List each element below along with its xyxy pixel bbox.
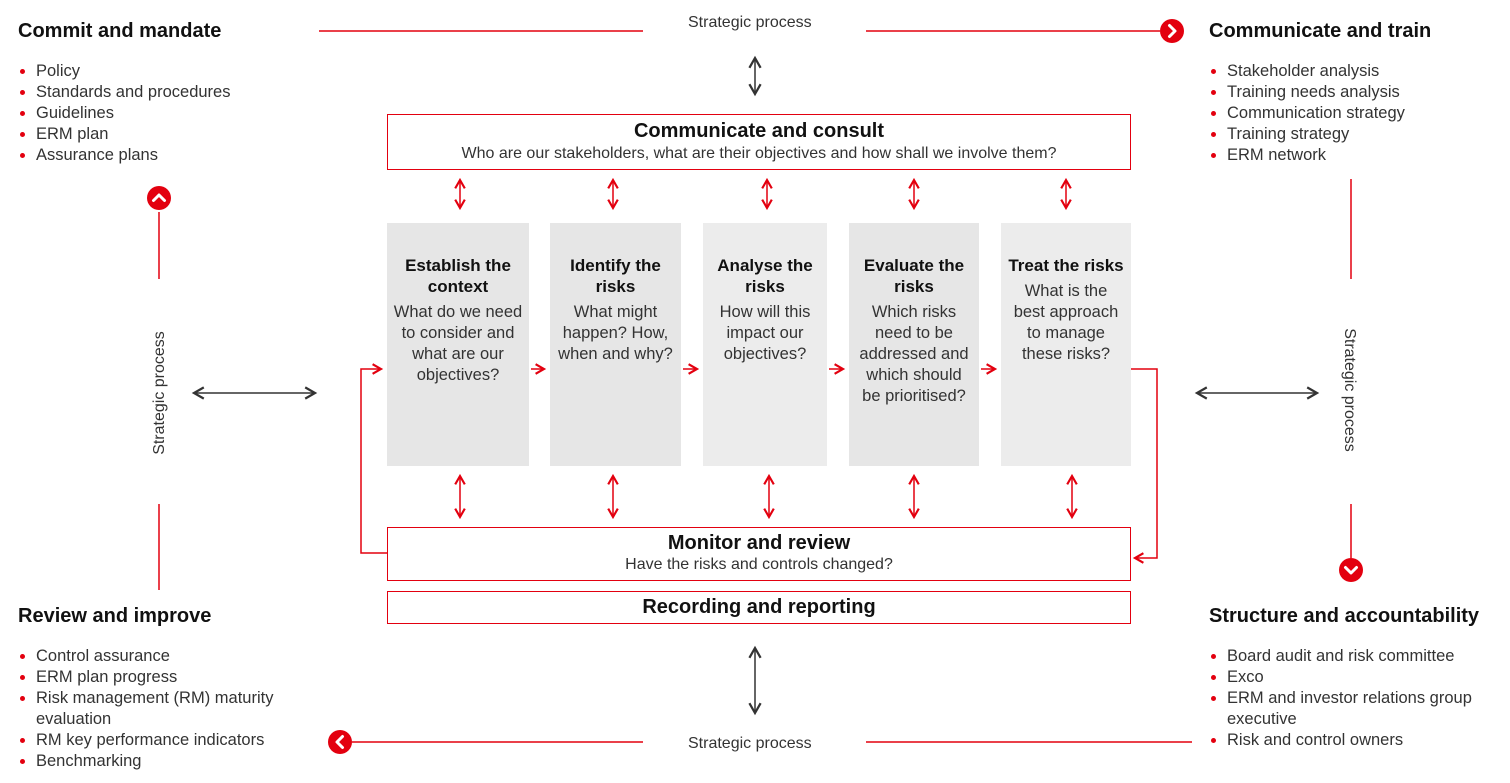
monitor-title: Monitor and review: [667, 532, 851, 554]
corner-title: Communicate and train: [1209, 20, 1432, 42]
list-item: RM key performance indicators: [18, 730, 308, 751]
list-item: Exco: [1209, 667, 1504, 688]
list-item: ERM network: [1209, 145, 1499, 166]
list-item: ERM plan: [18, 124, 298, 145]
list-item: Communication strategy: [1209, 103, 1499, 124]
step-identify-risks: Identify the risks What might happen? Ho…: [550, 223, 681, 466]
corner-title: Structure and accountability: [1209, 605, 1480, 627]
corner-structure-accountability: Structure and accountability Board audit…: [1209, 605, 1504, 751]
step-analyse-risks: Analyse the risks How will this impact o…: [703, 223, 827, 466]
list-item: Training needs analysis: [1209, 82, 1499, 103]
chevron-up-icon: [147, 186, 171, 210]
monitor-subtitle: Have the risks and controls changed?: [625, 556, 893, 573]
list-item: Policy: [18, 61, 298, 82]
list-item: ERM and investor relations group executi…: [1209, 688, 1504, 730]
corner-commit-mandate: Commit and mandate Policy Standards and …: [18, 20, 298, 166]
corner-title: Review and improve: [18, 605, 212, 627]
list-item: Training strategy: [1209, 124, 1499, 145]
step-title: Treat the risks: [1008, 256, 1124, 275]
list-item: Standards and procedures: [18, 82, 298, 103]
step-title: Establish the context: [405, 256, 511, 296]
communicate-title: Communicate and consult: [633, 120, 885, 142]
strategic-process-label-top: Strategic process: [688, 14, 812, 31]
step-question: What do we need to consider and what are…: [393, 303, 523, 384]
list-item: Assurance plans: [18, 145, 298, 166]
list-item: Benchmarking: [18, 751, 308, 772]
corner-title: Commit and mandate: [18, 20, 222, 42]
strategic-process-label-right: Strategic process: [1341, 328, 1358, 452]
recording-title: Recording and reporting: [642, 596, 876, 618]
strategic-process-label-bottom: Strategic process: [688, 735, 812, 752]
monitor-review-box: Monitor and review Have the risks and co…: [387, 527, 1131, 581]
list-item: Control assurance: [18, 646, 308, 667]
strategic-process-label-left: Strategic process: [151, 331, 168, 455]
step-question: How will this impact our objectives?: [719, 303, 811, 363]
corner-communicate-train: Communicate and train Stakeholder analys…: [1209, 20, 1499, 166]
list-item: Guidelines: [18, 103, 298, 124]
step-question: What might happen? How, when and why?: [558, 303, 673, 363]
list-item: Stakeholder analysis: [1209, 61, 1499, 82]
step-title: Evaluate the risks: [863, 256, 965, 296]
feedback-loop-right: [1131, 368, 1158, 564]
corner-list: Stakeholder analysis Training needs anal…: [1209, 61, 1499, 166]
step-question: Which risks need to be addressed and whi…: [859, 303, 969, 405]
step-title: Identify the risks: [570, 256, 661, 296]
feedback-loop-left: [360, 363, 387, 554]
step-establish-context: Establish the context What do we need to…: [387, 223, 529, 466]
chevron-left-icon: [328, 730, 352, 754]
step-evaluate-risks: Evaluate the risks Which risks need to b…: [849, 223, 979, 466]
step-question: What is the best approach to manage thes…: [1013, 282, 1119, 363]
communicate-subtitle: Who are our stakeholders, what are their…: [461, 145, 1057, 162]
recording-reporting-box: Recording and reporting: [387, 591, 1131, 624]
corner-list: Policy Standards and procedures Guidelin…: [18, 61, 298, 166]
chevron-right-icon: [1160, 19, 1184, 43]
step-title: Analyse the risks: [717, 256, 813, 296]
list-item: ERM plan progress: [18, 667, 308, 688]
corner-list: Board audit and risk committee Exco ERM …: [1209, 646, 1504, 751]
list-item: Risk and control owners: [1209, 730, 1504, 751]
list-item: Board audit and risk committee: [1209, 646, 1504, 667]
list-item: Risk management (RM) maturity evaluation: [18, 688, 308, 730]
step-treat-risks: Treat the risks What is the best approac…: [1001, 223, 1131, 466]
communicate-consult-box: Communicate and consult Who are our stak…: [387, 114, 1131, 170]
corner-review-improve: Review and improve Control assurance ERM…: [18, 605, 308, 772]
chevron-down-icon: [1339, 558, 1363, 582]
corner-list: Control assurance ERM plan progress Risk…: [18, 646, 308, 772]
